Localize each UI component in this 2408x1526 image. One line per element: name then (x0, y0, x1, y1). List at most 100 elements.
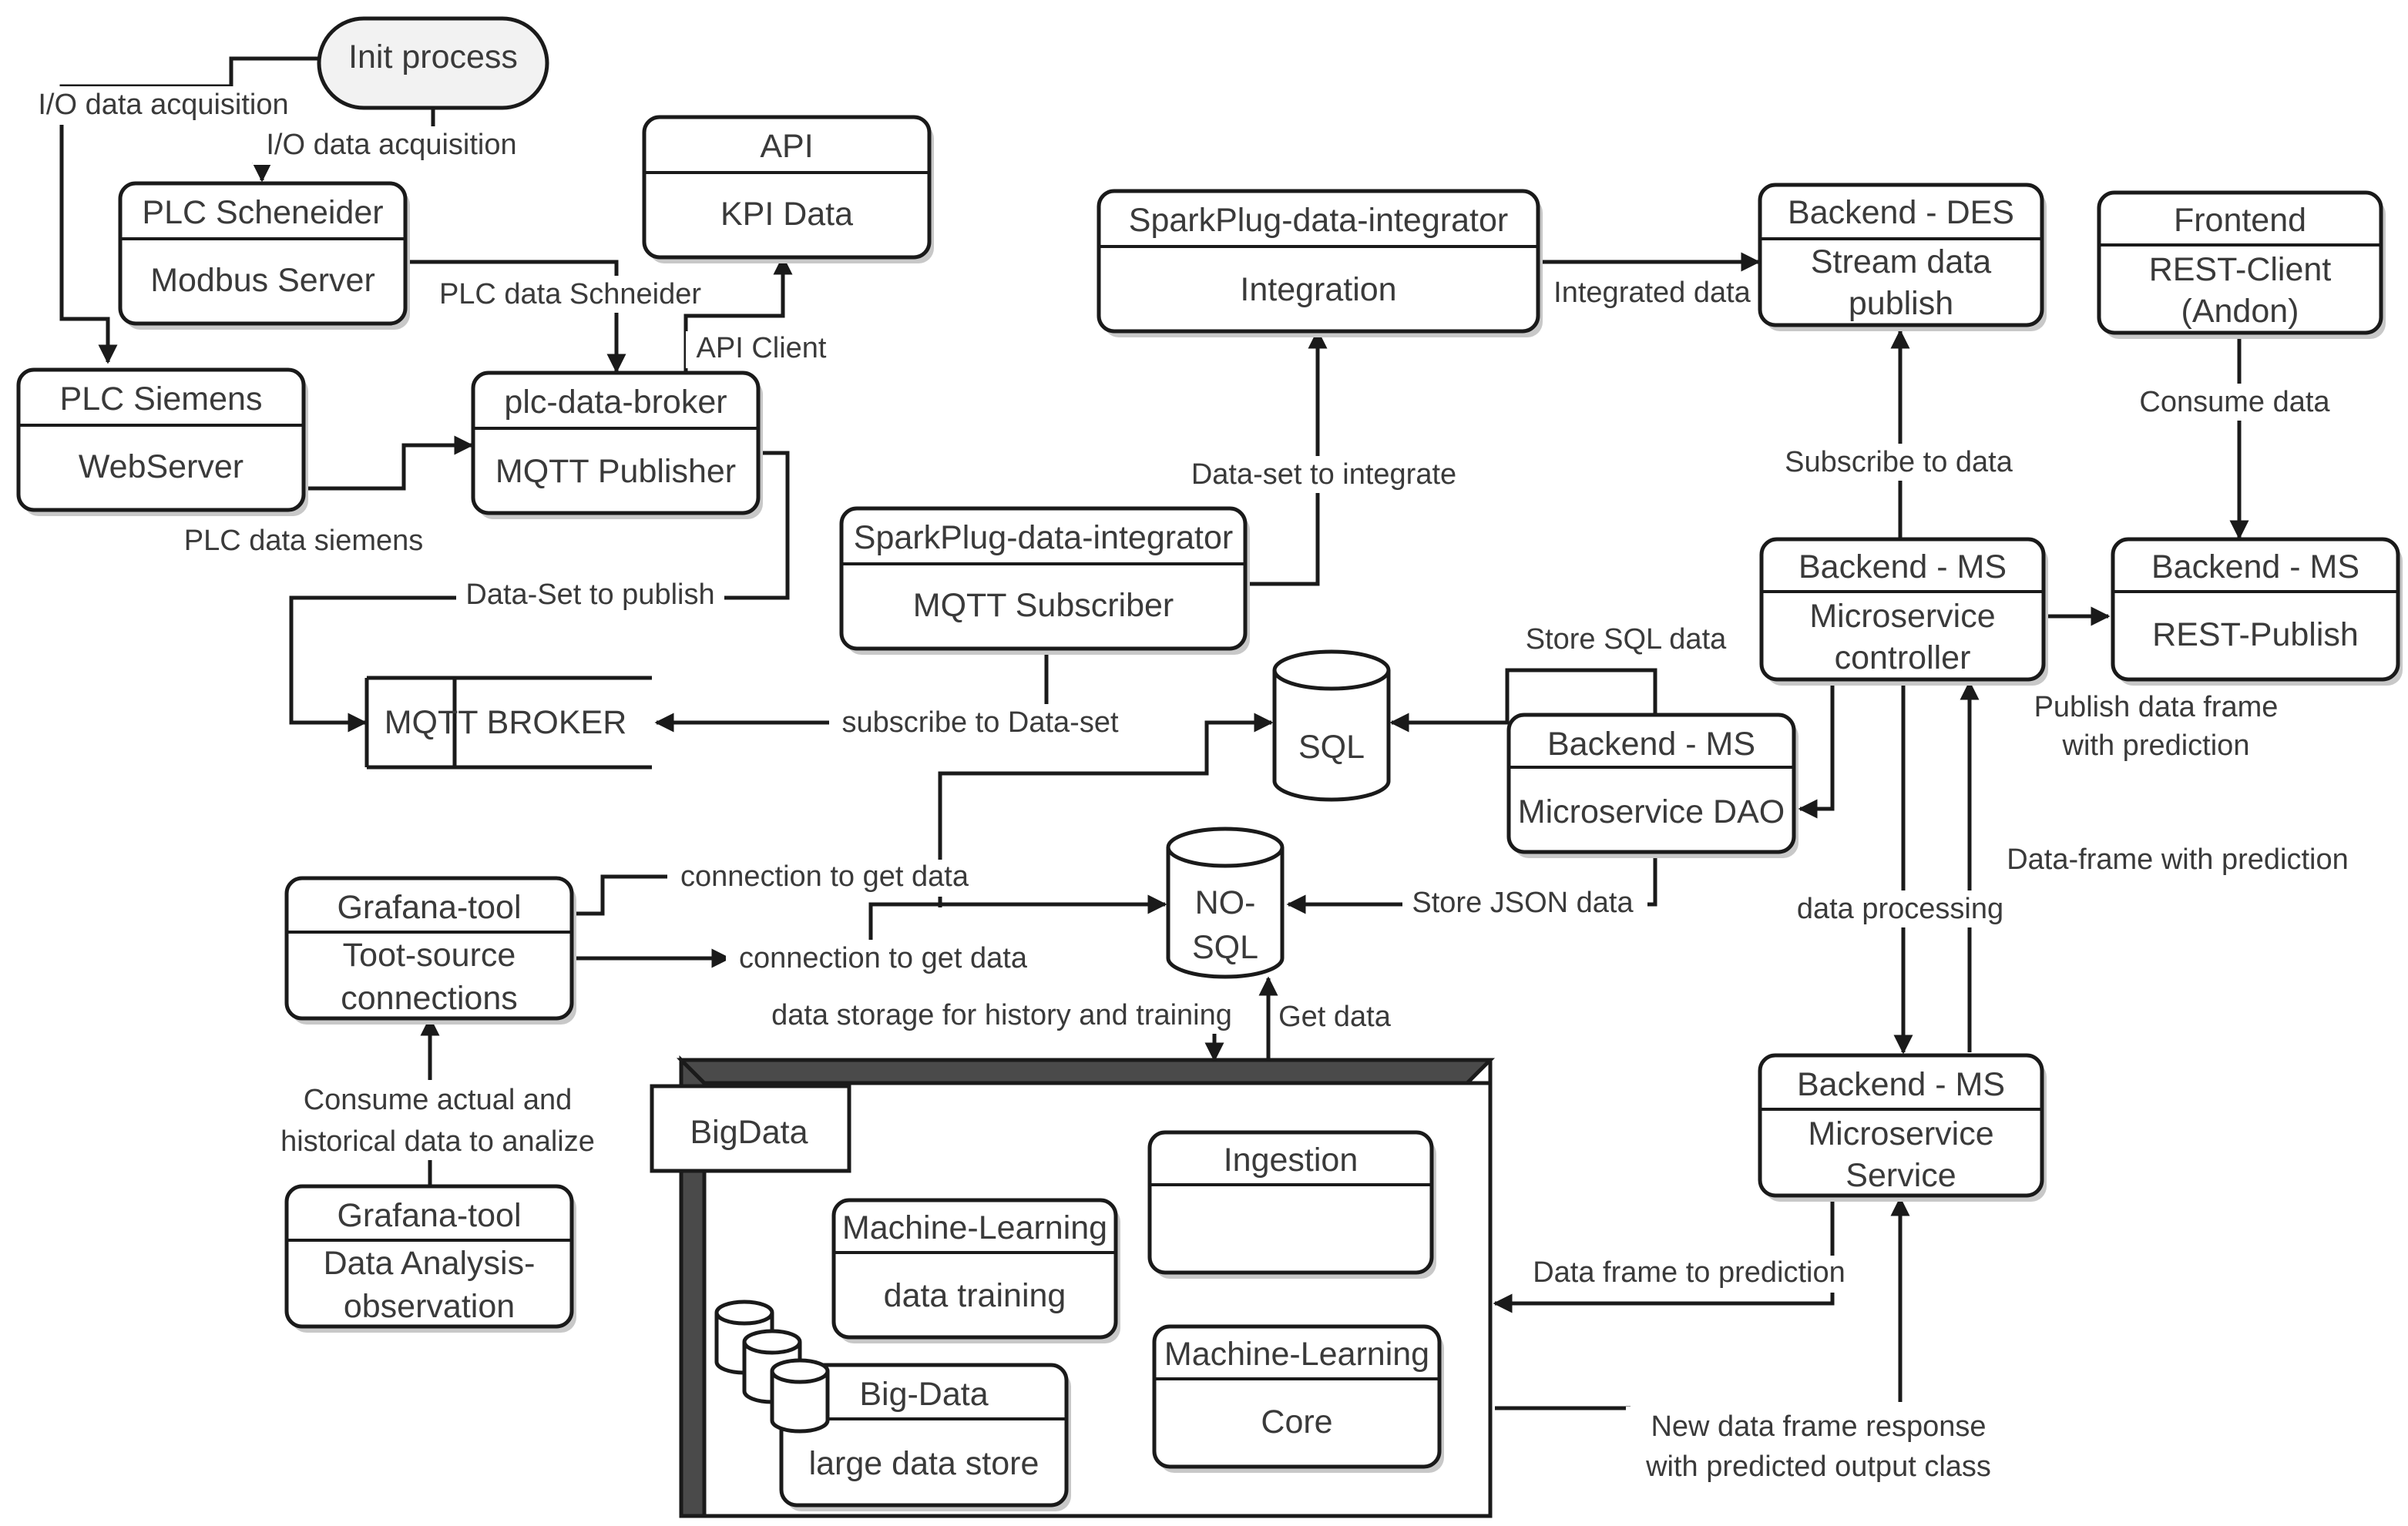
controller-body-1: Microservice (1809, 598, 1995, 635)
node-sql: SQL (1272, 649, 1391, 802)
node-sparkplug-subscriber: SparkPlug-data-integrator MQTT Subscribe… (839, 506, 1250, 655)
label-consume-data: Consume data (2139, 386, 2330, 418)
subscriber-title: SparkPlug-data-integrator (854, 519, 1233, 556)
label-publish-frame-1: Publish data frame (2034, 691, 2279, 723)
label-store-json: Store JSON data (1412, 887, 1634, 919)
node-backend-ms-rest: Backend - MS REST-Publish (2111, 537, 2403, 686)
grafana-analysis-title: Grafana-tool (337, 1197, 521, 1234)
broker-body: MQTT Publisher (495, 453, 736, 490)
node-init-process: Init process (317, 16, 549, 110)
node-mqtt-broker: MQTT BROKER (364, 676, 652, 770)
edge-subscriber-to-integration (1248, 329, 1328, 586)
bigdata-label: BigData (690, 1114, 808, 1151)
rest-title: Backend - MS (2151, 548, 2359, 585)
des-title: Backend - DES (1788, 194, 2014, 231)
controller-body-2: controller (1835, 639, 1971, 676)
node-frontend: Frontend REST-Client (Andon) (2097, 190, 2386, 339)
edge-grafana-conn1 (575, 874, 667, 916)
integration-title: SparkPlug-data-integrator (1129, 202, 1508, 239)
label-publish-frame-2: with prediction (2062, 729, 2250, 762)
plc-schneider-body: Modbus Server (150, 262, 375, 299)
label-integrated-data: Integrated data (1553, 277, 1751, 309)
edge-labels: I/O data acquisition I/O data acquisitio… (28, 86, 2349, 1488)
label-subscribe-to-data: Subscribe to data (1785, 446, 2013, 478)
node-nosql: NO- SQL (1166, 827, 1285, 979)
label-storage-history: data storage for history and training (771, 999, 1232, 1031)
label-new-frame-2: with predicted output class (1645, 1451, 1991, 1483)
label-subscribe-dataset: subscribe to Data-set (841, 706, 1118, 739)
integration-body: Integration (1240, 271, 1396, 308)
api-body: KPI Data (720, 196, 853, 233)
ml-training-body: data training (884, 1277, 1066, 1314)
edge-schneider-to-broker (408, 260, 626, 374)
label-conn-get-data-1: connection to get data (680, 860, 969, 893)
label-dataset-publish: Data-Set to publish (465, 579, 714, 611)
database-stack-icon (714, 1300, 830, 1434)
edge-controller-to-dao (1798, 683, 1835, 819)
label-store-sql: Store SQL data (1526, 623, 1727, 656)
init-process-label: Init process (348, 39, 518, 75)
node-plc-siemens: PLC Siemens WebServer (16, 367, 308, 516)
label-conn-get-data-2: connection to get data (739, 942, 1028, 974)
label-data-processing: data processing (1797, 893, 2003, 925)
label-dataset-integrate: Data-set to integrate (1191, 458, 1456, 491)
label-get-data: Get data (1278, 1001, 1392, 1033)
node-backend-ms-controller: Backend - MS Microservice controller (1759, 537, 2048, 686)
label-consume-actual-2: historical data to analize (280, 1125, 595, 1158)
ml-core-body: Core (1261, 1404, 1332, 1440)
plc-schneider-title: PLC Scheneider (142, 194, 383, 231)
des-body-2: publish (1849, 285, 1953, 322)
bigdata-store-body: large data store (809, 1445, 1039, 1482)
node-bigdata-store: Big-Data large data store (714, 1300, 1071, 1511)
label-plc-data-siemens: PLC data siemens (184, 525, 424, 557)
node-grafana-sources: Grafana-tool Toot-source connections (284, 876, 576, 1025)
rest-body: REST-Publish (2152, 616, 2359, 653)
broker-title: plc-data-broker (504, 384, 727, 421)
label-plc-data-schneider: PLC data Schneider (439, 278, 701, 310)
node-sparkplug-integration: SparkPlug-data-integrator Integration (1097, 189, 1543, 337)
ingestion-title: Ingestion (1224, 1142, 1358, 1179)
label-io-right: I/O data acquisition (266, 129, 516, 161)
dao-title: Backend - MS (1547, 726, 1755, 763)
nosql-label-1: NO- (1195, 884, 1256, 921)
label-consume-actual-1: Consume actual and (304, 1084, 573, 1116)
nosql-label-2: SQL (1192, 929, 1258, 966)
grafana-analysis-body-1: Data Analysis- (324, 1245, 536, 1282)
edge-dao-to-sql (1389, 668, 1657, 733)
label-io-left: I/O data acquisition (38, 89, 288, 121)
service-body-2: Service (1845, 1157, 1956, 1194)
frontend-body-2: (Andon) (2181, 293, 2299, 330)
label-frame-to-prediction: Data frame to prediction (1533, 1256, 1845, 1289)
plc-siemens-title: PLC Siemens (60, 381, 263, 418)
sql-label: SQL (1298, 729, 1365, 766)
subscriber-body: MQTT Subscriber (913, 587, 1174, 624)
grafana-sources-title: Grafana-tool (337, 889, 521, 926)
node-ml-core: Machine-Learning Core (1152, 1324, 1444, 1473)
edge-siemens-to-broker (305, 435, 474, 491)
frontend-title: Frontend (2174, 202, 2306, 239)
edge-grafana-to-sql (938, 713, 1274, 907)
node-grafana-analysis: Grafana-tool Data Analysis- observation (284, 1184, 576, 1333)
controller-title: Backend - MS (1798, 548, 2007, 585)
ml-core-title: Machine-Learning (1164, 1336, 1429, 1373)
api-title: API (760, 128, 813, 165)
node-backend-des: Backend - DES Stream data publish (1758, 183, 2047, 331)
mqtt-broker-label: MQTT BROKER (385, 704, 627, 741)
label-new-frame-1: New data frame response (1651, 1410, 1986, 1443)
bigdata-store-title: Big-Data (859, 1376, 988, 1413)
grafana-analysis-body-2: observation (344, 1288, 515, 1325)
edge-service-to-bigdata (1493, 1199, 1835, 1313)
grafana-sources-body-1: Toot-source (343, 937, 516, 974)
node-backend-ms-service: Backend - MS Microservice Service (1758, 1053, 2047, 1202)
ml-training-title: Machine-Learning (842, 1209, 1107, 1246)
node-api: API KPI Data (642, 115, 934, 263)
frontend-body-1: REST-Client (2149, 251, 2332, 288)
node-plc-data-broker: plc-data-broker MQTT Publisher (471, 371, 763, 519)
node-plc-schneider: PLC Scheneider Modbus Server (118, 181, 410, 330)
label-api-client: API Client (697, 332, 827, 364)
dao-body: Microservice DAO (1518, 793, 1785, 830)
node-backend-ms-dao: Backend - MS Microservice DAO (1506, 713, 1798, 858)
service-title: Backend - MS (1797, 1066, 2005, 1103)
node-ml-training: Machine-Learning data training (831, 1198, 1120, 1343)
